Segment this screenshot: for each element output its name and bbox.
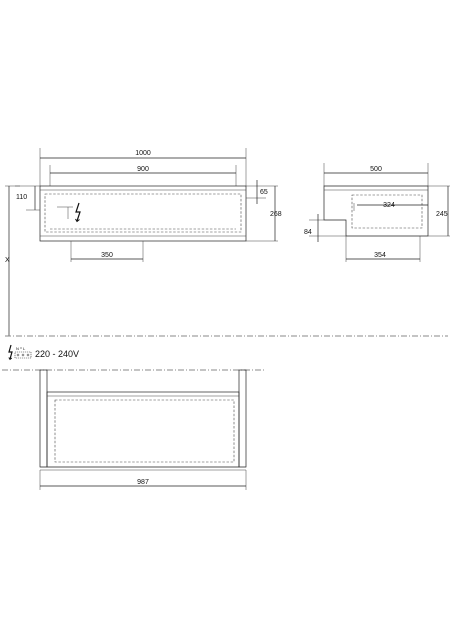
dim-width-inner: 900 <box>137 166 149 173</box>
side-view: 500 324 245 84 354 <box>304 163 450 262</box>
voltage-label: 220 - 240V <box>35 349 79 359</box>
dim-plan-width: 987 <box>137 479 149 486</box>
terminal-l-label: L <box>23 346 26 351</box>
lightning-icon <box>75 202 81 222</box>
plan-drawer-outline <box>54 399 235 463</box>
side-cabinet-body <box>323 185 429 237</box>
power-spec: N L 220 - 240V <box>8 344 79 361</box>
plan-view: 987 <box>2 369 265 490</box>
dim-height-top: 110 <box>16 194 27 201</box>
terminal-n-label: N <box>16 346 19 351</box>
dim-depth-total: 500 <box>370 166 382 173</box>
plan-cabinet-body <box>46 391 240 468</box>
front-view: 1000 900 110 65 268 350 <box>5 148 282 336</box>
dim-offset-bottom: 350 <box>101 252 113 259</box>
dim-recess-depth: 354 <box>374 252 386 259</box>
dim-width-total: 1000 <box>135 150 151 157</box>
side-drawer-outline <box>351 194 423 229</box>
power-lightning-icon <box>8 344 13 360</box>
terminal-block-icon <box>14 351 32 359</box>
right-post <box>238 369 247 468</box>
dim-side-height: 245 <box>436 211 448 218</box>
dim-depth-inner: 324 <box>383 202 395 209</box>
front-drawer-outline <box>44 193 242 233</box>
dim-height-total: 268 <box>270 211 282 218</box>
left-post <box>39 369 48 468</box>
dim-drawer-depth: 65 <box>260 189 268 196</box>
dim-label-x: X <box>5 257 10 264</box>
dim-recess-height: 84 <box>304 229 312 236</box>
